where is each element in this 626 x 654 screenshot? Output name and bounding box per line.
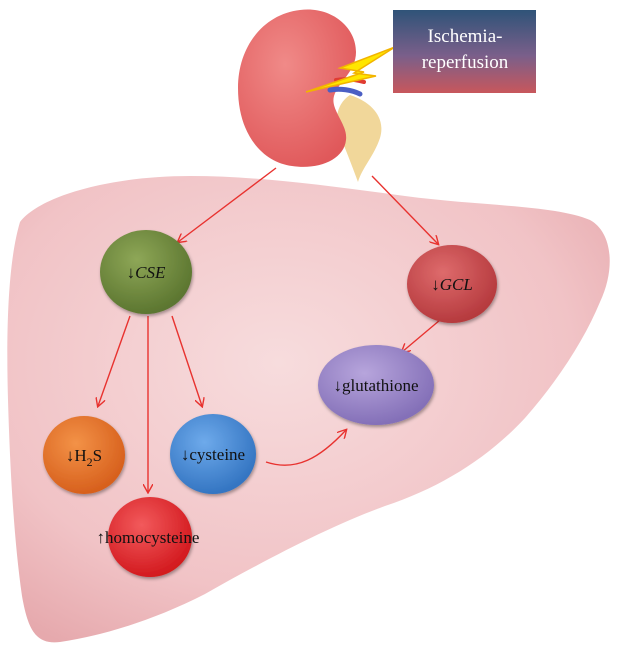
node-gcl: ↓GCL [407, 245, 497, 323]
node-cse: ↓CSE [100, 230, 192, 314]
glutathione-arrow: ↓ [334, 376, 343, 395]
glutathione-label: glutathione [342, 376, 418, 395]
h2s-arrow: ↓ [66, 446, 75, 465]
node-h2s: ↓H2S [43, 416, 125, 494]
svg-text:↓cysteine: ↓cysteine [181, 445, 245, 464]
svg-text:↓CSE: ↓CSE [127, 263, 166, 282]
cse-arrow: ↓ [127, 263, 136, 282]
h2s-tail: S [93, 446, 102, 465]
cse-label: CSE [135, 263, 166, 282]
svg-text:↓GCL: ↓GCL [431, 275, 473, 294]
homocysteine-label: homocysteine [105, 528, 199, 547]
badge-line2: reperfusion [422, 52, 509, 73]
node-glutathione: ↓glutathione [318, 345, 434, 425]
svg-text:↓glutathione: ↓glutathione [334, 376, 419, 395]
node-cysteine: ↓cysteine [170, 414, 256, 494]
liver-shape [7, 176, 609, 642]
gcl-label: GCL [440, 275, 473, 294]
gcl-arrow: ↓ [431, 275, 440, 294]
ischemia-reperfusion-badge: Ischemia- reperfusion [393, 10, 536, 93]
h2s-label: H [74, 446, 86, 465]
cysteine-label: cysteine [189, 445, 245, 464]
homocysteine-arrow: ↑ [97, 528, 106, 547]
svg-text:↑homocysteine: ↑homocysteine [97, 528, 200, 547]
badge-line1: Ischemia- [428, 26, 503, 47]
cysteine-arrow: ↓ [181, 445, 190, 464]
